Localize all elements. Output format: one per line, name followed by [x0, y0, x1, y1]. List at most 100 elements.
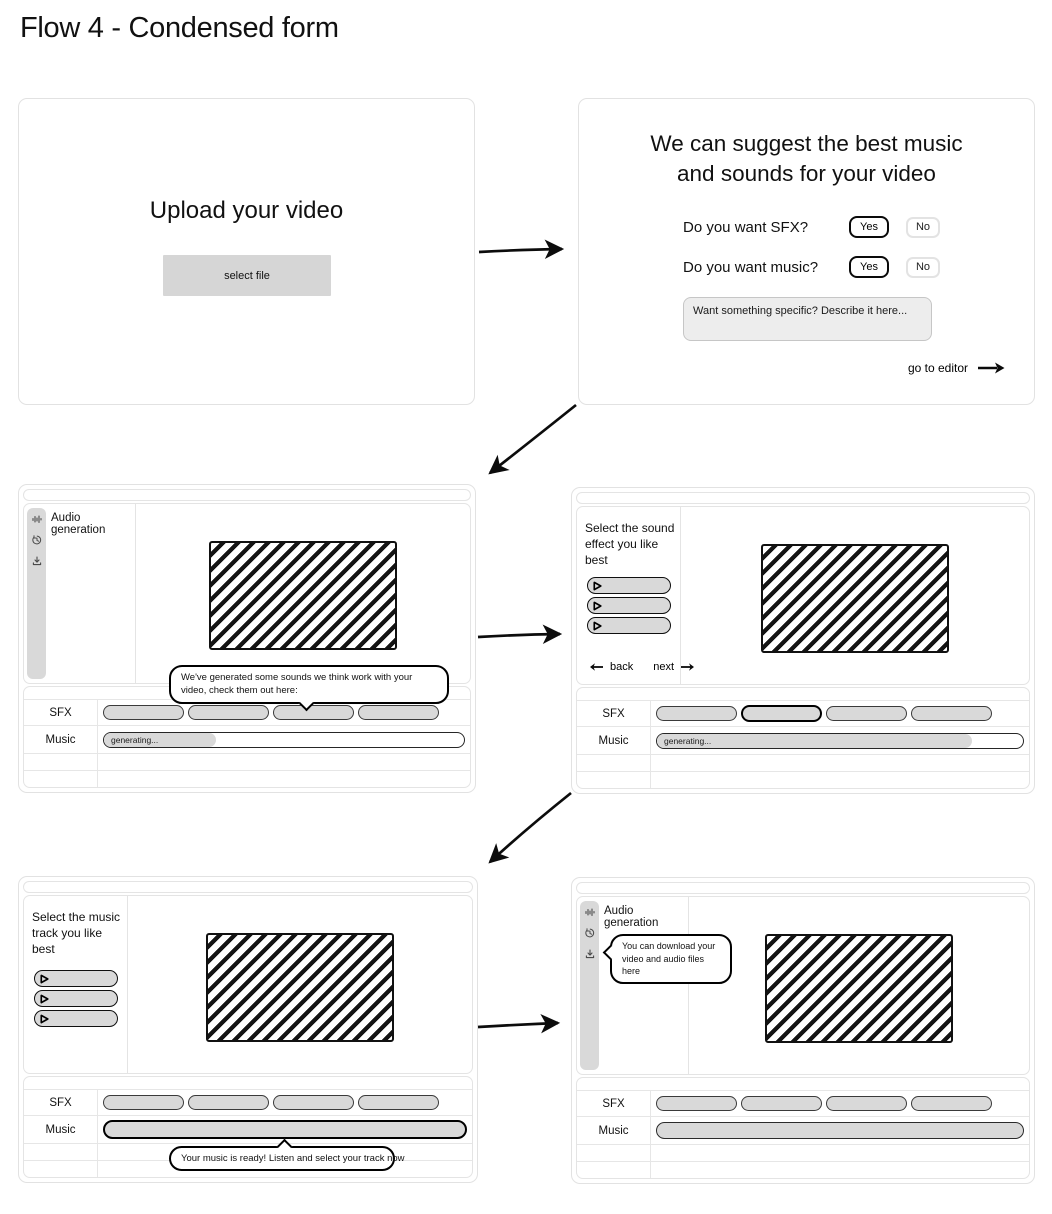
sfx-question-label: Do you want SFX? — [683, 218, 809, 236]
timeline: SFX Music — [576, 1077, 1030, 1179]
music-generating-bar: generating... — [103, 731, 465, 748]
describe-input[interactable] — [683, 297, 932, 341]
sfx-clip[interactable] — [188, 705, 269, 720]
audio-wave-icon[interactable] — [584, 907, 595, 917]
suggest-heading: We can suggest the best music and sounds… — [579, 129, 1034, 190]
play-icon — [40, 974, 49, 983]
tool-rail — [580, 901, 599, 1070]
sfx-clip[interactable] — [911, 706, 992, 721]
sfx-clip[interactable] — [103, 1095, 184, 1110]
sfx-clip[interactable] — [188, 1095, 269, 1110]
download-icon[interactable] — [585, 949, 595, 959]
video-preview-placeholder — [206, 933, 394, 1042]
right-arrow-icon — [978, 362, 1005, 374]
sidebar-title: Select the music track you like best — [32, 910, 121, 957]
video-preview-placeholder — [209, 541, 397, 650]
music-track-row: Music — [24, 1115, 472, 1143]
sidebar-title: Audio generation — [51, 512, 106, 536]
go-to-editor-button[interactable]: go to editor — [908, 360, 1006, 376]
select-music-panel: Select the music track you like best SFX… — [18, 876, 478, 1183]
editor-main-area: Select the sound effect you like best ba… — [576, 506, 1030, 685]
music-clip-selected[interactable] — [103, 1120, 467, 1139]
back-button[interactable]: back — [589, 661, 633, 673]
music-track-label: Music — [577, 1117, 651, 1144]
sfx-clip-selected[interactable] — [741, 705, 822, 722]
timeline-header-row — [577, 688, 1029, 700]
music-yes-button[interactable]: Yes — [849, 256, 889, 278]
editor-sidebar: Audio generation — [24, 504, 136, 683]
tool-rail — [27, 508, 46, 679]
timeline-header-row — [577, 1078, 1029, 1090]
music-track-row: Music generating... — [24, 725, 470, 753]
history-icon[interactable] — [584, 928, 595, 938]
music-option-play-pill[interactable] — [34, 1010, 118, 1027]
sfx-option-play-pill[interactable] — [587, 577, 671, 594]
flow-arrow-5 — [477, 1013, 561, 1034]
music-option-play-pill[interactable] — [34, 990, 118, 1007]
sidebar-title: Select the sound effect you like best — [585, 521, 675, 568]
music-option-play-pill[interactable] — [34, 970, 118, 987]
sfx-option-play-pill[interactable] — [587, 597, 671, 614]
flow-arrow-1 — [478, 239, 565, 259]
video-canvas — [128, 896, 472, 1073]
flow-arrow-4 — [488, 791, 572, 864]
sounds-generated-bubble: We've generated some sounds we think wor… — [169, 665, 449, 712]
editor-main-area: Audio generation You can download your v… — [576, 896, 1030, 1075]
sfx-clip[interactable] — [826, 706, 907, 721]
suggest-heading-line2: and sounds for your video — [677, 161, 936, 187]
sfx-clip[interactable] — [656, 1096, 737, 1111]
page-title: Flow 4 - Condensed form — [20, 12, 339, 44]
sfx-clip[interactable] — [358, 705, 439, 720]
audio-wave-icon[interactable] — [31, 514, 42, 524]
play-icon — [593, 601, 602, 610]
music-question-row: Do you want music? Yes No — [683, 256, 941, 278]
sfx-clip[interactable] — [911, 1096, 992, 1111]
sfx-track-row: SFX — [577, 700, 1029, 726]
sfx-clip[interactable] — [358, 1095, 439, 1110]
sfx-track-label: SFX — [577, 1091, 651, 1116]
sfx-clip[interactable] — [103, 705, 184, 720]
select-file-button[interactable]: select file — [163, 255, 331, 296]
editor-sidebar: Select the sound effect you like best ba… — [577, 507, 695, 684]
timeline-header-row — [24, 1077, 472, 1089]
video-canvas — [689, 897, 1029, 1074]
sfx-track-label: SFX — [24, 1090, 98, 1115]
download-icon[interactable] — [32, 556, 42, 566]
play-icon — [593, 581, 602, 590]
left-arrow-icon — [590, 663, 603, 671]
editor-main-area: Audio generation — [23, 503, 471, 684]
sfx-option-play-pill[interactable] — [587, 617, 671, 634]
timeline: SFX Music generating... — [576, 687, 1030, 789]
sfx-no-button[interactable]: No — [905, 216, 941, 238]
music-track-label: Music — [24, 1116, 98, 1143]
sfx-clip[interactable] — [273, 1095, 354, 1110]
flow-arrow-3 — [477, 624, 563, 644]
video-preview-placeholder — [761, 544, 949, 653]
music-clip[interactable] — [656, 1122, 1024, 1139]
music-track-row: Music generating... — [577, 726, 1029, 754]
sfx-clip[interactable] — [826, 1096, 907, 1111]
sfx-clip[interactable] — [741, 1096, 822, 1111]
video-preview-placeholder — [765, 934, 953, 1043]
sfx-track-label: SFX — [24, 700, 98, 725]
sfx-clip[interactable] — [656, 706, 737, 721]
editor-topbar — [23, 881, 473, 893]
flow-arrow-2 — [488, 403, 577, 475]
music-question-label: Do you want music? — [683, 258, 819, 276]
history-icon[interactable] — [31, 535, 42, 545]
video-canvas — [136, 504, 470, 683]
editor-topbar — [576, 882, 1030, 894]
music-ready-bubble: Your music is ready! Listen and select y… — [169, 1138, 405, 1172]
video-canvas — [681, 507, 1029, 684]
play-icon — [593, 621, 602, 630]
sfx-yes-button[interactable]: Yes — [849, 216, 889, 238]
upload-panel: Upload your video select file — [18, 98, 475, 405]
sfx-track-row: SFX — [577, 1090, 1029, 1116]
suggest-panel: We can suggest the best music and sounds… — [578, 98, 1035, 405]
sfx-clip[interactable] — [273, 705, 354, 720]
music-generating-progress: generating... — [104, 732, 216, 747]
sfx-track-label: SFX — [577, 701, 651, 726]
music-no-button[interactable]: No — [905, 256, 941, 278]
next-button[interactable]: next — [653, 661, 695, 673]
music-generating-bar: generating... — [656, 732, 1024, 749]
